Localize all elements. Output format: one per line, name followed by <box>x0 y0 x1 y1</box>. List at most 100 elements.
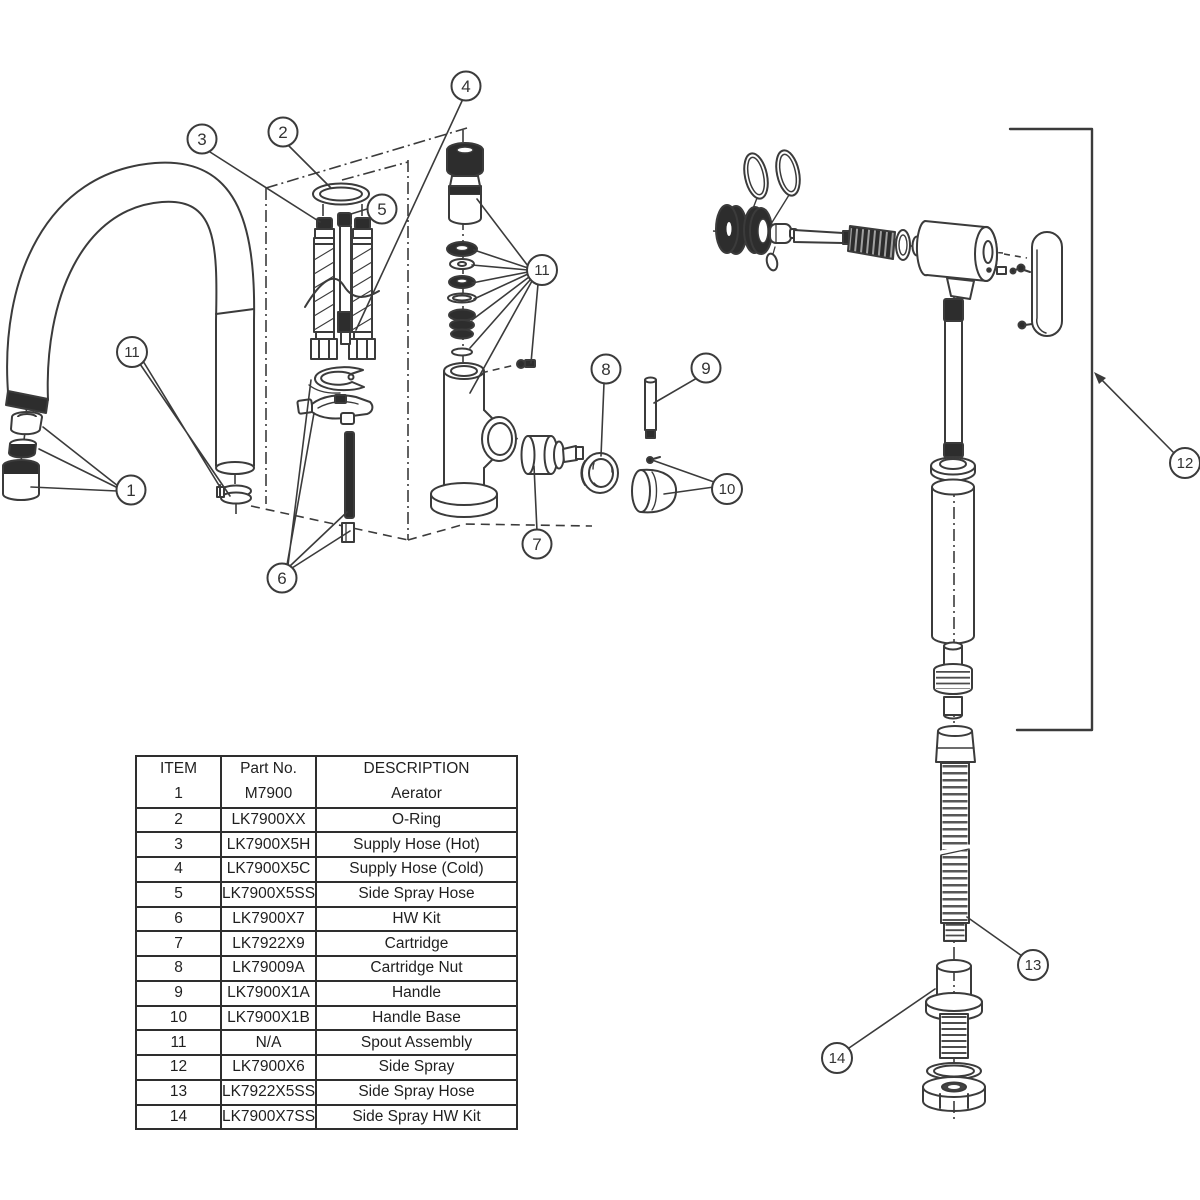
svg-text:3: 3 <box>197 130 206 149</box>
table-cell: 14 <box>169 1107 188 1125</box>
leader-lines <box>30 100 1175 1049</box>
callout-4: 4 <box>450 70 482 102</box>
svg-text:13: 13 <box>1025 957 1042 974</box>
cartridge <box>520 435 584 475</box>
table-cell: LK7922X9 <box>220 932 315 955</box>
callout-13: 13 <box>1017 949 1049 981</box>
side-spray-head-parts <box>715 149 1022 300</box>
table-cell: LK79009A <box>220 957 315 980</box>
side-spray-hose-parts <box>935 725 976 942</box>
callout-8: 8 <box>590 353 622 385</box>
aerator-parts <box>2 411 43 501</box>
svg-text:10: 10 <box>719 481 736 498</box>
table-cell: LK7900X5SS <box>220 882 315 906</box>
table-cell: LK7900X7 <box>220 907 315 931</box>
spout-assembly-valve-parts <box>430 142 536 518</box>
callout-balloons: 1 2 3 4 5 6 7 8 9 10 11 11 12 13 14 <box>115 70 1200 1074</box>
table-cell: 10 <box>169 1008 188 1026</box>
table-cell: M7900 <box>220 781 315 807</box>
side-spray-group-bracket <box>1008 127 1094 732</box>
callout-1: 1 <box>115 474 147 506</box>
callout-7: 7 <box>521 528 553 560</box>
table-cell: Side Spray <box>315 1056 516 1079</box>
callout-11-right: 11 <box>526 254 558 286</box>
svg-text:5: 5 <box>377 200 386 219</box>
table-cell: Cartridge Nut <box>315 957 516 980</box>
table-cell: 11 <box>170 1033 187 1051</box>
table-cell: 5 <box>174 885 183 903</box>
svg-text:2: 2 <box>278 123 287 142</box>
parts-table-header-row: ITEM Part No. DESCRIPTION <box>137 757 516 782</box>
spout-clamp-ring <box>216 484 252 505</box>
table-cell: Cartridge <box>315 932 516 955</box>
table-cell: LK7900X6 <box>220 1056 315 1079</box>
table-header-item: ITEM <box>159 760 198 778</box>
svg-text:6: 6 <box>277 569 286 588</box>
callout-11-left: 11 <box>116 336 148 368</box>
table-cell: LK7900X5C <box>220 858 315 881</box>
table-cell: 12 <box>169 1058 188 1076</box>
supply-hose-hot <box>310 217 338 360</box>
table-cell: LK7900X1A <box>220 981 315 1005</box>
table-cell: 1 <box>174 785 183 803</box>
cartridge-nut <box>580 452 619 494</box>
table-cell: LK7900X1B <box>220 1006 315 1030</box>
table-cell: 6 <box>174 909 183 927</box>
table-cell: 3 <box>174 835 183 853</box>
table-cell: 13 <box>169 1083 188 1101</box>
callout-12: 12 <box>1169 447 1200 479</box>
supply-hose-cold <box>348 217 376 360</box>
table-cell: 4 <box>174 860 183 878</box>
svg-text:9: 9 <box>701 359 710 378</box>
svg-text:4: 4 <box>461 77 470 96</box>
table-cell: Side Spray Hose <box>315 882 516 906</box>
callout-9: 9 <box>690 352 722 384</box>
table-cell: Spout Assembly <box>315 1031 516 1054</box>
table-cell: Aerator <box>315 781 516 807</box>
side-spray-hw-kit-parts <box>922 959 986 1112</box>
table-cell: Side Spray Hose <box>315 1080 516 1104</box>
callout-14: 14 <box>821 1042 853 1074</box>
svg-text:12: 12 <box>1177 455 1194 472</box>
table-cell: LK7900X7SS <box>220 1105 315 1129</box>
spout <box>5 161 256 475</box>
svg-text:7: 7 <box>532 535 541 554</box>
table-header-part-no: Part No. <box>220 757 315 782</box>
table-cell: LK7900X5H <box>220 833 315 856</box>
handle-pin <box>644 376 657 439</box>
side-spray-hose-center <box>304 212 380 345</box>
callout-3: 3 <box>186 123 218 155</box>
table-cell: Handle Base <box>315 1006 516 1030</box>
table-cell: Handle <box>315 981 516 1005</box>
svg-text:11: 11 <box>124 344 140 361</box>
table-cell: HW Kit <box>315 907 516 931</box>
spray-wall-bracket <box>1016 231 1063 337</box>
table-cell: 7 <box>174 934 183 952</box>
svg-text:8: 8 <box>601 360 610 379</box>
table-cell: 2 <box>174 810 183 828</box>
side-spray-body-stack <box>930 298 976 720</box>
handle-base <box>631 456 678 514</box>
svg-text:14: 14 <box>829 1050 846 1067</box>
table-cell: N/A <box>220 1031 315 1054</box>
svg-text:11: 11 <box>534 262 550 279</box>
table-cell: Supply Hose (Hot) <box>315 833 516 856</box>
o-ring <box>312 182 370 206</box>
callout-5: 5 <box>366 193 398 225</box>
